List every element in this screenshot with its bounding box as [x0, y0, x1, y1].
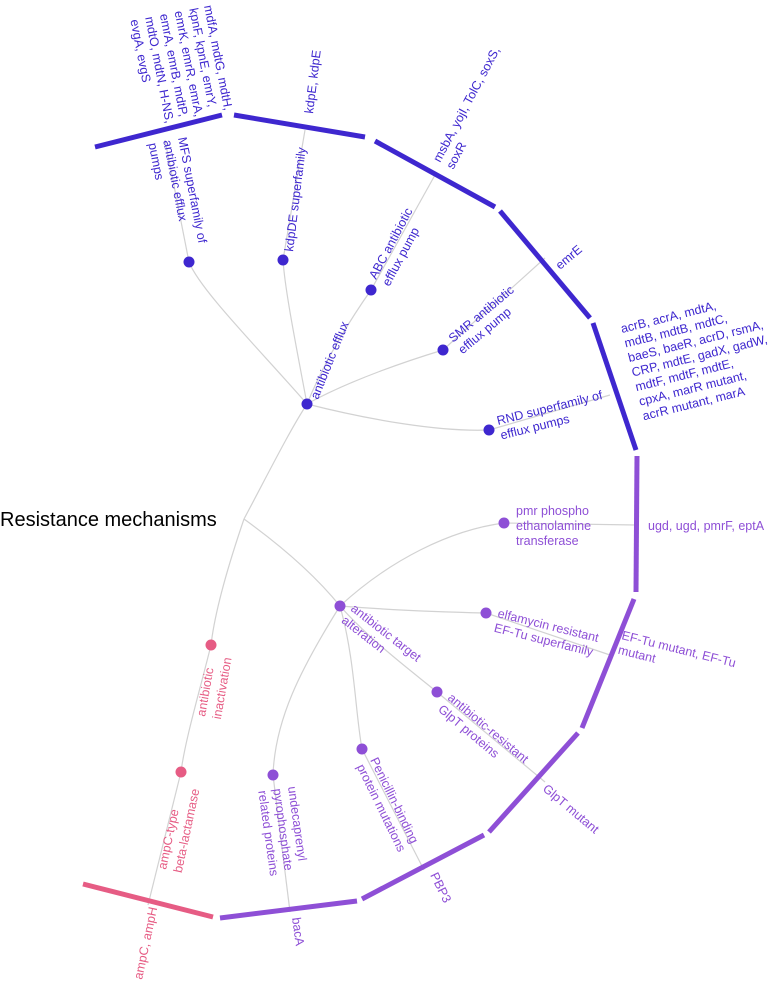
node-glpt-proteins[interactable] [431, 686, 443, 698]
genes-ampc: ampC, ampH [131, 906, 160, 981]
label-kdpde-superfamily: kdpDE superfamily [282, 146, 309, 253]
link-efflux-abc [306, 289, 372, 405]
link-efflux-kdp [282, 259, 308, 405]
gene-arcs [82, 112, 640, 921]
link-mfs-genes [164, 139, 190, 263]
label-glpt-proteins: antibiotic-resistant GlpT proteins [435, 691, 533, 780]
tree-nodes [175, 254, 510, 781]
link-pmr-genes [503, 522, 638, 526]
node-antibiotic-target-alteration[interactable] [334, 600, 346, 612]
node-penicillin-binding[interactable] [356, 743, 368, 755]
link-rnd-genes [488, 394, 611, 431]
arc-pbp-genes [360, 832, 486, 902]
arc-rnd-genes [590, 322, 639, 451]
node-smr-efflux-pump[interactable] [437, 344, 449, 356]
link-target-pbp [339, 605, 363, 750]
label-smr-efflux-pump: SMR antibiotic efflux pump [446, 281, 529, 357]
genes-mfs: mdfA, mdtG, mdtH, kpnF, kpnE, emrY, emrK… [127, 4, 236, 131]
label-ampc-beta-lactamase: ampC-type beta-lactamase [155, 784, 202, 874]
arc-pmr-genes [633, 455, 640, 593]
label-rnd-superfamily: RND superfamily of efflux pumps [495, 387, 611, 442]
node-abc-efflux-pump[interactable] [365, 284, 377, 296]
label-antibiotic-inactivation: antibiotic inactivation [194, 653, 234, 720]
arc-ampc-genes [82, 881, 214, 920]
genes-pbp: PBP3 [427, 870, 454, 905]
link-elf-genes [485, 612, 611, 656]
link-glpt-genes [436, 691, 546, 783]
label-undecaprenyl: undecaprenyl pyrophosphate related prote… [255, 785, 311, 876]
link-target-elf [339, 605, 487, 614]
link-target-glpt [339, 605, 438, 693]
gene-labels: mdfA, mdtG, mdtH, kpnF, kpnE, emrY, emrK… [127, 4, 771, 981]
node-antibiotic-inactivation[interactable] [205, 639, 217, 651]
link-inactivation-ampc [180, 644, 212, 773]
node-kdpde-superfamily[interactable] [277, 254, 289, 266]
arc-mfs-genes [94, 112, 223, 150]
node-undecaprenyl[interactable] [267, 769, 279, 781]
arc-elf-genes [579, 598, 637, 729]
mechanism-labels: antibiotic efflux antibiotic target alte… [194, 319, 424, 721]
genes-elf: EF-Tu mutant, EF-Tu mutant [617, 628, 741, 685]
genes-abc: msbA, yojI, TolC, soxS, soxR [430, 41, 517, 171]
root-label: Resistance mechanisms [0, 509, 217, 531]
link-efflux-smr [306, 349, 444, 405]
label-abc-efflux-pump: ABC antibiotic efflux pump [366, 202, 430, 288]
link-pbp-genes [361, 748, 425, 871]
link-smr-genes [442, 257, 546, 351]
link-root-target [243, 518, 341, 607]
link-und-genes [272, 774, 291, 913]
genes-smr: emrE [553, 242, 585, 272]
link-target-pmr [339, 522, 505, 607]
node-pmr-transferase[interactable] [498, 517, 510, 529]
link-abc-genes [370, 174, 436, 291]
genes-kdp: kdpE, kdpE [302, 49, 324, 114]
node-elfamycin-ef-tu[interactable] [480, 607, 492, 619]
node-ampc-beta-lactamase[interactable] [175, 766, 187, 778]
link-target-und [272, 605, 341, 776]
label-mfs-superfamily: MFS superfamily of antibiotic efflux pum… [146, 136, 210, 254]
arc-abc-genes [373, 138, 497, 210]
link-ampc-genes [147, 771, 182, 906]
link-efflux-mfs [188, 261, 308, 405]
label-elfamycin-ef-tu: elfamycin resistant EF-Tu superfamily [493, 606, 604, 660]
link-root-efflux [243, 403, 308, 520]
label-antibiotic-efflux: antibiotic efflux [308, 319, 352, 401]
genes-glpt: GlpT mutant [540, 782, 602, 837]
node-mfs-superfamily[interactable] [183, 256, 195, 268]
family-labels: MFS superfamily of antibiotic efflux pum… [146, 136, 611, 877]
link-efflux-rnd [306, 403, 490, 431]
label-pmr-transferase: pmr phospho ethanolamine transferase [516, 504, 595, 548]
genes-pmr: ugd, ugd, pmrF, eptA [648, 519, 765, 533]
tree-links [147, 129, 638, 913]
node-rnd-superfamily[interactable] [483, 424, 495, 436]
label-penicillin-binding: Penicillin-binding protein mutations [354, 755, 423, 855]
arc-smr-genes [498, 209, 592, 320]
link-kdp-genes [282, 129, 306, 261]
arc-glpt-genes [487, 731, 580, 834]
arc-kdp-genes [233, 112, 366, 140]
link-root-inactivation [210, 518, 245, 646]
genes-rnd: acrB, acrA, mdtA, mdtB, mdtB, mdtC, baeS… [619, 288, 771, 423]
node-antibiotic-efflux[interactable] [301, 398, 313, 410]
arc-und-genes [219, 898, 358, 921]
genes-und: bacA [289, 916, 307, 947]
